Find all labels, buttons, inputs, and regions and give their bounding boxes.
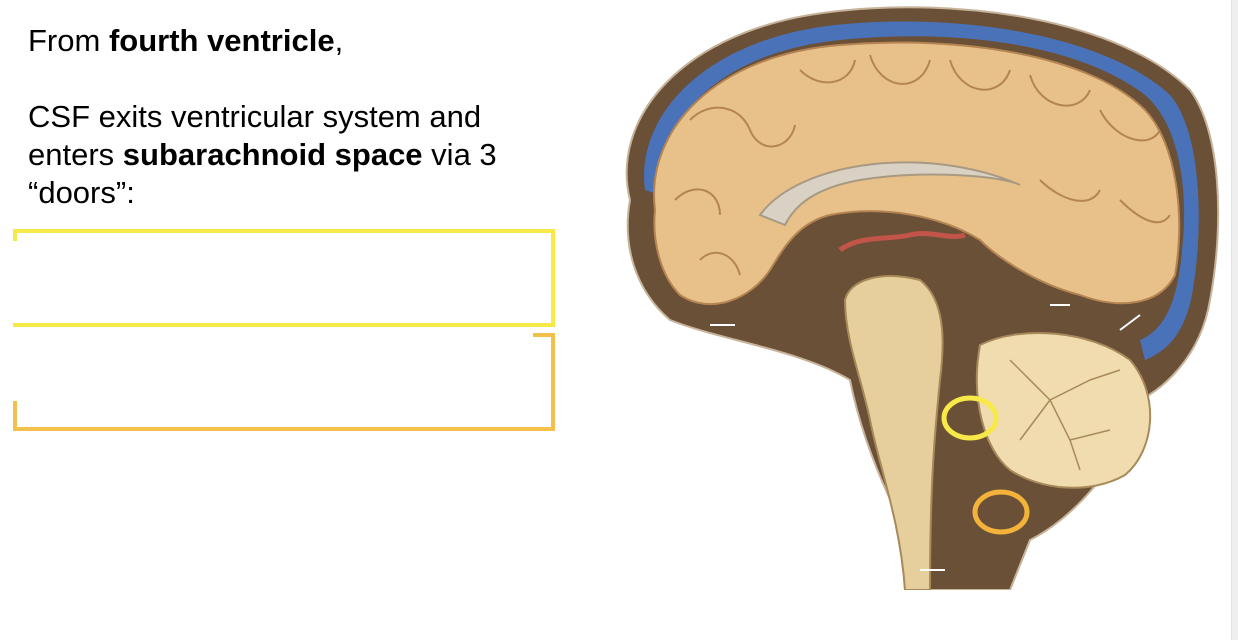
intro-suffix: ,	[335, 23, 344, 58]
slide-text: From fourth ventricle, CSF exits ventric…	[28, 22, 568, 212]
cerebellum	[977, 333, 1150, 488]
body-line: CSF exits ventricular system and enters …	[28, 98, 568, 212]
body-bold: subarachnoid space	[123, 137, 423, 172]
window-edge	[1231, 0, 1238, 640]
orange-answer-bracket	[13, 333, 555, 431]
intro-prefix: From	[28, 23, 109, 58]
yellow-answer-bracket	[13, 229, 555, 327]
brainstem	[845, 276, 943, 590]
brain-sagittal-illustration	[600, 0, 1230, 590]
intro-line: From fourth ventricle,	[28, 22, 568, 60]
intro-bold: fourth ventricle	[109, 23, 335, 58]
